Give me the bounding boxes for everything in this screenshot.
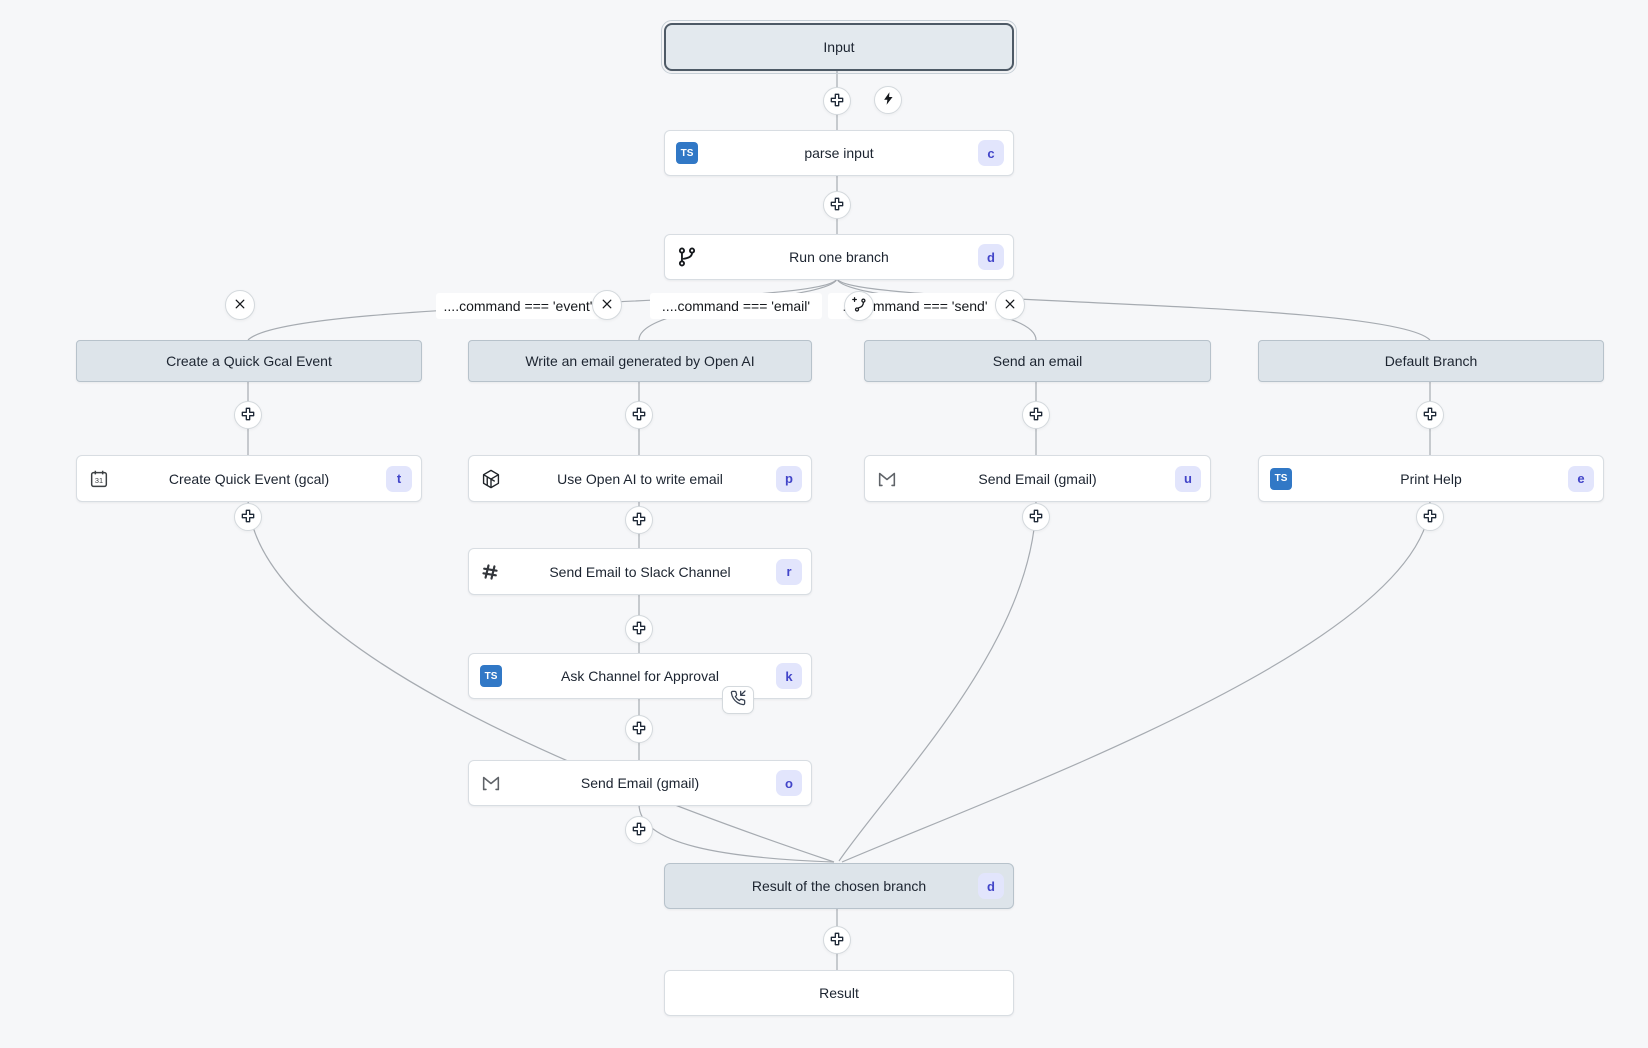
svg-text:31: 31: [95, 476, 103, 485]
trigger-button[interactable]: [874, 86, 902, 114]
step-id-badge: o: [776, 770, 802, 796]
git-branch-icon: [676, 246, 698, 268]
add-step-button[interactable]: [823, 926, 851, 954]
step-node-send-email-slack[interactable]: Send Email to Slack Channel r: [468, 548, 812, 595]
branch-condition-label-event: ....command === 'event': [436, 293, 600, 319]
step-label: Print Help: [1400, 470, 1462, 487]
branch-header-label: Write an email generated by Open AI: [525, 353, 755, 369]
plus-icon: [829, 196, 845, 215]
plus-icon: [1028, 406, 1044, 425]
branch-header-send-email[interactable]: Send an email: [864, 340, 1211, 382]
step-node-parse-input[interactable]: TS parse input c: [664, 130, 1014, 176]
add-step-button[interactable]: [234, 401, 262, 429]
plus-icon: [631, 720, 647, 739]
remove-branch-button[interactable]: [225, 290, 255, 320]
plus-icon: [1028, 508, 1044, 527]
plus-icon: [240, 508, 256, 527]
remove-branch-button[interactable]: [995, 290, 1025, 320]
plus-icon: [631, 511, 647, 530]
step-id-badge: c: [978, 140, 1004, 166]
step-node-ask-channel-approval[interactable]: TS Ask Channel for Approval k: [468, 653, 812, 699]
typescript-icon: TS: [1270, 467, 1292, 490]
add-step-button[interactable]: [625, 816, 653, 844]
step-id-badge: p: [776, 465, 802, 492]
step-node-openai-write-email[interactable]: Use Open AI to write email p: [468, 455, 812, 502]
step-node-send-email-gmail-o[interactable]: Send Email (gmail) o: [468, 760, 812, 806]
step-label: Run one branch: [789, 249, 889, 265]
input-node-label: Input: [823, 39, 855, 55]
add-step-button[interactable]: [234, 503, 262, 531]
lightning-bolt-icon: [881, 91, 896, 109]
branch-condition-label-email: ....command === 'email': [650, 293, 822, 319]
step-node-send-email-gmail-u[interactable]: Send Email (gmail) u: [864, 455, 1211, 502]
collector-label: Result of the chosen branch: [751, 878, 927, 894]
step-id-badge: e: [1568, 465, 1594, 492]
step-id-badge: d: [978, 244, 1004, 270]
step-id-badge: u: [1175, 465, 1201, 492]
step-node-print-help[interactable]: TS Print Help e: [1258, 455, 1604, 502]
result-node[interactable]: Result: [664, 970, 1014, 1016]
add-step-button[interactable]: [625, 715, 653, 743]
add-step-button[interactable]: [625, 615, 653, 643]
add-step-button[interactable]: [823, 191, 851, 219]
branch-header-label: Default Branch: [1384, 353, 1478, 369]
step-id-badge: k: [776, 663, 802, 689]
add-step-button[interactable]: [625, 506, 653, 534]
step-label: Send Email (gmail): [978, 470, 1097, 487]
close-icon: [1003, 297, 1017, 314]
branch-result-collector-node[interactable]: Result of the chosen branch d: [664, 863, 1014, 909]
add-step-button[interactable]: [1416, 503, 1444, 531]
slack-icon: [480, 562, 500, 582]
phone-incoming-icon: [730, 689, 746, 711]
add-step-button[interactable]: [1022, 503, 1050, 531]
step-label: Send Email (gmail): [580, 775, 700, 791]
step-label: Ask Channel for Approval: [561, 668, 719, 684]
add-step-button[interactable]: [823, 87, 851, 115]
typescript-icon: TS: [676, 142, 698, 164]
typescript-icon: TS: [480, 665, 502, 687]
branch-header-gcal-event[interactable]: Create a Quick Gcal Event: [76, 340, 422, 382]
branch-header-write-email[interactable]: Write an email generated by Open AI: [468, 340, 812, 382]
openai-icon: [480, 468, 502, 490]
plus-icon: [829, 92, 845, 111]
google-calendar-icon: 31: [88, 468, 110, 490]
plus-icon: [631, 620, 647, 639]
step-node-create-quick-event[interactable]: 31 Create Quick Event (gcal) t: [76, 455, 422, 502]
add-step-button[interactable]: [1416, 401, 1444, 429]
step-label: Create Quick Event (gcal): [168, 470, 330, 487]
step-label: parse input: [804, 145, 874, 161]
close-icon: [600, 297, 614, 314]
gmail-icon: [876, 468, 898, 490]
result-node-label: Result: [819, 985, 859, 1001]
step-id-badge: d: [978, 873, 1004, 899]
branch-header-label: Send an email: [992, 353, 1083, 369]
close-icon: [233, 297, 247, 314]
plus-icon: [240, 406, 256, 425]
step-id-badge: r: [776, 558, 802, 585]
branch-header-label: Create a Quick Gcal Event: [166, 353, 332, 369]
suspend-approval-indicator[interactable]: [722, 686, 754, 714]
input-node[interactable]: Input: [661, 20, 1017, 74]
plus-icon: [1422, 508, 1438, 527]
step-node-run-one-branch[interactable]: Run one branch d: [664, 234, 1014, 280]
add-step-button[interactable]: [1022, 401, 1050, 429]
branch-header-default[interactable]: Default Branch: [1258, 340, 1604, 382]
plus-icon: [1422, 406, 1438, 425]
add-step-button[interactable]: [625, 401, 653, 429]
plus-icon: [631, 821, 647, 840]
step-label: Send Email to Slack Channel: [549, 563, 731, 580]
remove-branch-button[interactable]: [592, 290, 622, 320]
step-id-badge: t: [386, 465, 412, 492]
plus-icon: [631, 406, 647, 425]
gmail-icon: [480, 772, 502, 794]
add-branch-button[interactable]: [844, 291, 874, 321]
branch-plus-icon: [851, 296, 868, 316]
plus-icon: [829, 931, 845, 950]
step-label: Use Open AI to write email: [557, 470, 723, 487]
